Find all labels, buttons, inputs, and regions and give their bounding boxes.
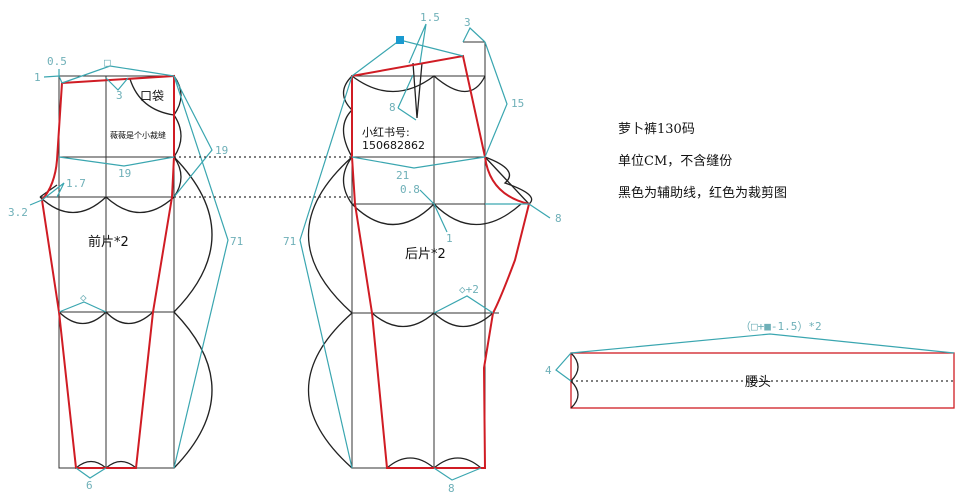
dim-front-square: □ <box>104 56 111 69</box>
waistband <box>555 333 955 409</box>
waistband-width: 4 <box>545 364 552 377</box>
dim-front-1-7: 1.7 <box>66 177 86 190</box>
notes-title: 萝卜裤130码 <box>618 122 695 137</box>
front-piece <box>39 74 213 469</box>
dim-front-knee: ◇ <box>80 291 87 304</box>
dim-front-71: 71 <box>230 235 243 248</box>
back-dimensions <box>299 23 551 481</box>
dim-back-crotch-8: 8 <box>555 212 562 225</box>
contact-number: 150682862 <box>362 139 425 152</box>
dim-back-15: 15 <box>511 97 524 110</box>
front-piece-label: 前片*2 <box>88 234 129 250</box>
contact-label: 小红书号: <box>362 126 410 139</box>
waistband-label: 腰头 <box>745 375 771 390</box>
dim-back-hem-8: 8 <box>448 482 455 495</box>
dim-back-1-5: 1.5 <box>420 11 440 24</box>
dim-back-8: 8 <box>389 101 396 114</box>
waistband-length: （□+■-1.5）*2 <box>740 320 822 333</box>
dim-front-3-2: 3.2 <box>8 206 28 219</box>
dim-back-knee: ◇+2 <box>459 283 479 296</box>
notes-unit: 单位CM，不含缝份 <box>618 154 733 169</box>
dim-front-3: 3 <box>116 89 123 102</box>
dim-front-1: 1 <box>34 71 41 84</box>
dim-back-1: 1 <box>446 232 453 245</box>
filled-square-marker <box>396 36 404 44</box>
notes-legend: 黑色为辅助线，红色为裁剪图 <box>618 186 788 201</box>
dim-back-21: 21 <box>396 169 409 182</box>
dim-front-0-5: 0.5 <box>47 55 67 68</box>
dim-front-hem-6: 6 <box>86 479 93 492</box>
back-piece-label: 后片*2 <box>405 247 446 262</box>
front-dimensions <box>29 65 229 479</box>
pocket-label: 口袋 <box>140 89 164 103</box>
back-piece <box>308 41 533 469</box>
dim-back-71: 71 <box>283 235 296 248</box>
watermark: 薇薇是个小裁缝 <box>110 130 166 140</box>
dim-back-0-8: 0.8 <box>400 183 420 196</box>
dim-back-3: 3 <box>464 16 471 29</box>
dim-front-side-19: 19 <box>215 144 228 157</box>
pattern-notes: 萝卜裤130码 单位CM，不含缝份 黑色为辅助线，红色为裁剪图 <box>618 118 787 214</box>
dim-front-hip-19: 19 <box>118 167 131 180</box>
